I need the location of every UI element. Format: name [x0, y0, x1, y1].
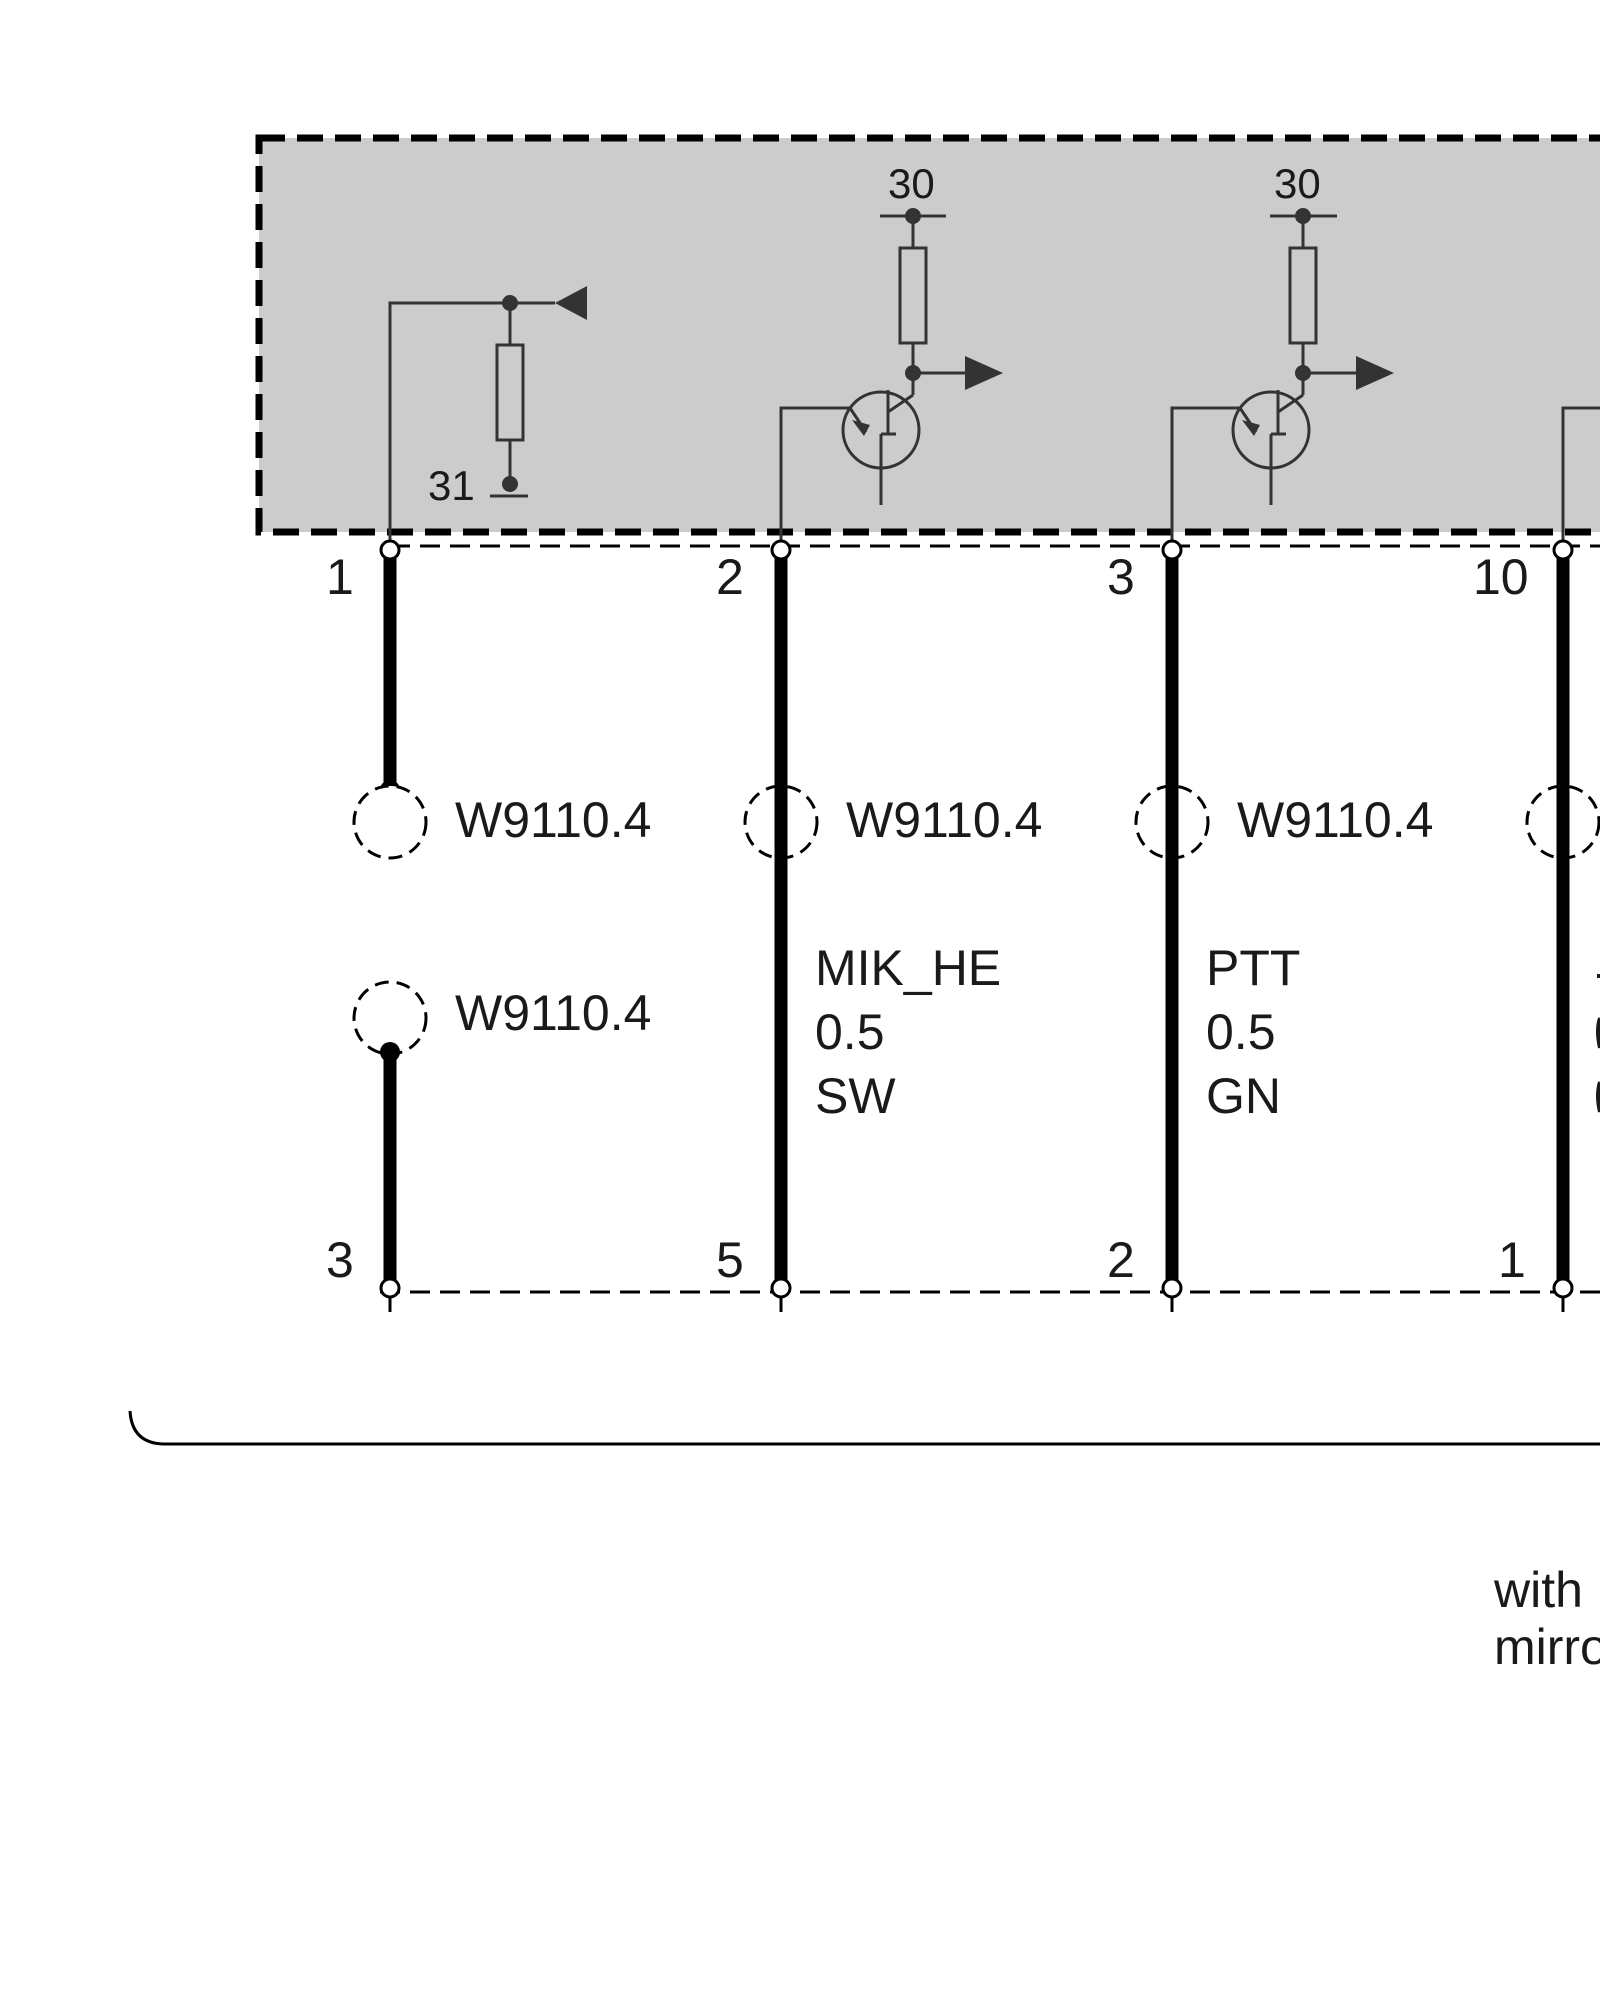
pin-number: 1: [1498, 1232, 1526, 1288]
wire-size-label: 0.5: [815, 1004, 885, 1060]
wire-color-label: SW: [815, 1068, 896, 1124]
arrow-icon: [1356, 356, 1394, 390]
pin-number: 1: [326, 549, 354, 605]
brace: [128, 1410, 1600, 1446]
note-text-line1: with: [1493, 1562, 1583, 1618]
resistor-icon: [1288, 246, 1318, 345]
pin-ticks-bottom: [388, 1296, 1565, 1312]
connector-ref: W9110.4: [846, 792, 1042, 848]
note-text-line2: mirro: [1494, 1619, 1600, 1675]
ground-dot: [502, 476, 518, 492]
splice-icon: [1525, 784, 1600, 860]
splice-icon: [352, 784, 428, 860]
wire-signal-label: PTT: [1206, 940, 1300, 996]
connector-ref: W9110.4: [1237, 792, 1433, 848]
control-module: [255, 134, 1600, 536]
transistor-icon: [1231, 390, 1311, 470]
connector-ref: W9110.4: [455, 792, 651, 848]
supply-label: 30: [888, 160, 935, 207]
emitter-arrow-icon: [1242, 420, 1260, 436]
splice-icon: [743, 784, 819, 860]
pin-terminals-bottom: [379, 1277, 1574, 1299]
transistor-icon: [841, 390, 921, 470]
splice-icon: [1134, 784, 1210, 860]
input-circuit-4: [1561, 406, 1600, 540]
arrow-icon: [965, 356, 1003, 390]
pin-number: 10: [1473, 549, 1529, 605]
wire-color-label: GN: [1206, 1068, 1281, 1124]
emitter-arrow-icon: [852, 420, 870, 436]
resistor-icon: [898, 246, 928, 345]
resistor-icon: [495, 343, 525, 442]
arrow-icon: [555, 286, 587, 320]
supply-dot: [1295, 208, 1311, 224]
pin-terminals-top: [379, 539, 1574, 561]
pin-number: 3: [326, 1232, 354, 1288]
pin-number: 2: [1107, 1232, 1135, 1288]
supply-label: 30: [1274, 160, 1321, 207]
ground-label: 31: [428, 462, 475, 509]
pin-number: 5: [716, 1232, 744, 1288]
pin-number: 2: [716, 549, 744, 605]
junction-dot: [1295, 365, 1311, 381]
junction-dot: [502, 295, 518, 311]
wire-signal-label: MIK_HE: [815, 940, 1001, 996]
pin-number: 3: [1107, 549, 1135, 605]
supply-dot: [905, 208, 921, 224]
junction-dot: [905, 365, 921, 381]
connector-ref: W9110.4: [455, 985, 651, 1041]
wire-size-label: 0.5: [1206, 1004, 1276, 1060]
